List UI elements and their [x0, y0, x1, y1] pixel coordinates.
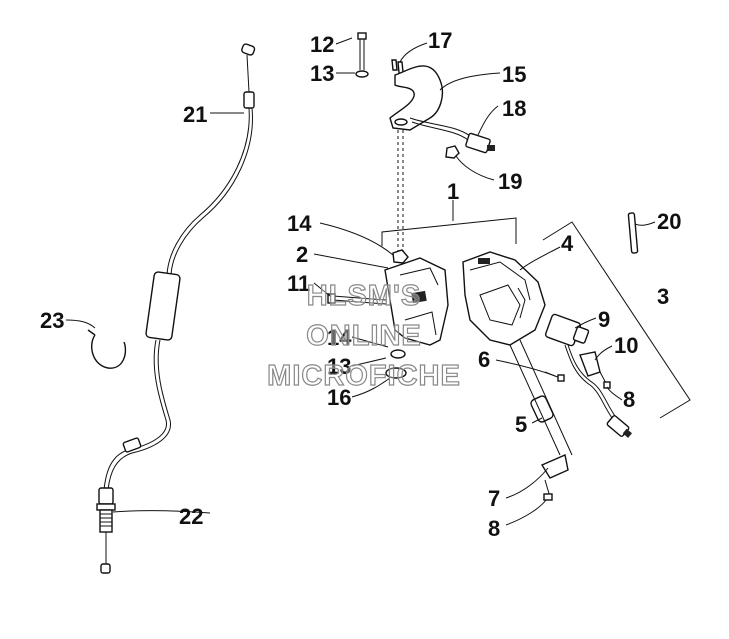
callout-14-top: 14	[287, 211, 312, 236]
callout-13-lower: 13	[327, 354, 351, 379]
callout-13-top: 13	[310, 61, 334, 86]
watermark-line-3: MICROFICHE	[267, 360, 461, 392]
cable-assembly	[87, 43, 256, 574]
callout-7: 7	[488, 486, 500, 511]
callout-6: 6	[478, 347, 490, 372]
callout-22: 22	[179, 504, 203, 529]
callout-2: 2	[296, 242, 308, 267]
callout-1: 1	[447, 179, 459, 204]
callout-14-lower: 14	[327, 325, 352, 350]
callout-18: 18	[502, 96, 526, 121]
callout-11: 11	[287, 271, 310, 296]
callout-9: 9	[598, 307, 610, 332]
callout-8-right: 8	[623, 387, 635, 412]
watermark-line-2: ONLINE	[306, 320, 422, 352]
callout-4: 4	[561, 231, 574, 256]
callout-3: 3	[657, 284, 669, 309]
callout-labels: 1 2 3 4 5 6 7 8 8 9 10 11 12 13 13 14 14…	[40, 28, 681, 541]
callout-19: 19	[498, 169, 522, 194]
callout-23: 23	[40, 308, 64, 333]
housing-assembly	[327, 217, 517, 379]
callout-16: 16	[327, 385, 351, 410]
callout-5: 5	[515, 412, 527, 437]
callout-10: 10	[614, 333, 638, 358]
callout-12: 12	[310, 32, 334, 57]
callout-17: 17	[428, 28, 452, 53]
callout-20: 20	[657, 209, 681, 234]
watermark: HLSM'S ONLINE MICROFICHE	[267, 279, 461, 392]
callout-15: 15	[502, 62, 526, 87]
leader-lines	[65, 37, 656, 526]
callout-8-lower: 8	[488, 516, 500, 541]
callout-21: 21	[183, 102, 207, 127]
throttle-housing-assembly	[462, 212, 691, 501]
watermark-line-1: HLSM'S	[307, 280, 421, 312]
bracket-assembly	[355, 32, 495, 255]
